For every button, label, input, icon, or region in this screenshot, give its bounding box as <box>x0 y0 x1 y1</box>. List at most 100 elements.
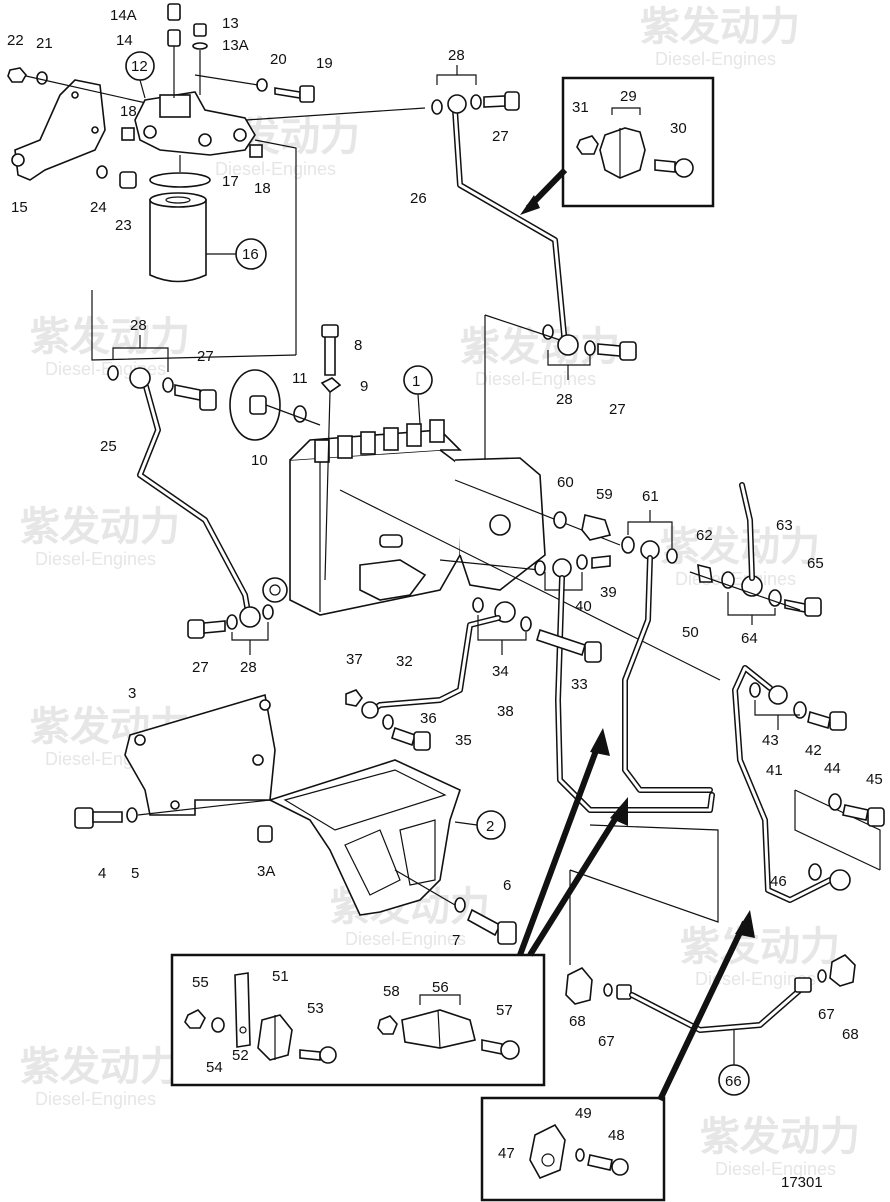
label-43: 43 <box>762 732 779 749</box>
label-3: 3 <box>128 685 136 702</box>
label-66: 66 <box>725 1073 742 1090</box>
bracket-2-web <box>399 819 436 886</box>
strap-hole <box>239 1026 247 1034</box>
pump-drive-hub <box>269 584 281 596</box>
leader-line <box>417 393 421 425</box>
bolt-42-head <box>829 711 847 731</box>
label-21: 21 <box>36 35 53 52</box>
watermark-cn: 紫发动力 <box>30 315 190 359</box>
washer-24 <box>96 165 108 179</box>
label-52: 52 <box>232 1047 249 1064</box>
banjo-fitting <box>447 94 467 114</box>
seal-ring-17 <box>149 172 211 188</box>
filter-head <box>134 91 256 156</box>
banjo-fitting <box>557 334 579 356</box>
pipe-50-inner <box>623 556 712 792</box>
label-29: 29 <box>620 88 637 105</box>
label-41: 41 <box>766 762 783 779</box>
label-11: 11 <box>292 370 308 387</box>
label-51: 51 <box>272 968 289 985</box>
label-40: 40 <box>575 598 592 615</box>
label-47: 47 <box>498 1145 515 1162</box>
bolt-39 <box>591 555 611 569</box>
detail-arrow-head <box>610 797 628 826</box>
washer-67 <box>603 983 613 997</box>
fuel-pipes-38-50 <box>555 555 719 965</box>
banjo-fitting <box>829 869 851 891</box>
label-53: 53 <box>307 1000 324 1017</box>
right-fittings <box>454 479 822 625</box>
banjo-bolt-27-shank <box>174 384 201 401</box>
plug-13 <box>193 23 207 37</box>
label-28: 28 <box>130 317 147 334</box>
bolt-19-shank <box>274 87 301 99</box>
bolt-35-shank <box>391 726 416 747</box>
label-15: 15 <box>11 199 28 216</box>
label-13: 13 <box>222 15 239 32</box>
watermark-en: Diesel-Engines <box>345 929 466 949</box>
filter-head-port <box>143 125 157 139</box>
label-28: 28 <box>240 659 257 676</box>
label-55: 55 <box>192 974 209 991</box>
fuel-pipe-25 <box>107 335 274 655</box>
banjo-bolt-27-head <box>504 91 520 111</box>
label-31: 31 <box>572 99 589 116</box>
label-27: 27 <box>609 401 626 418</box>
washer-36 <box>382 714 394 730</box>
washer-34 <box>520 616 532 632</box>
delivery-valve <box>314 439 330 463</box>
detail-arrow-head <box>590 728 610 756</box>
label-28: 28 <box>556 391 573 408</box>
label-61: 61 <box>642 488 659 505</box>
assembly-line <box>794 789 881 870</box>
banjo-bolt-27-shank <box>483 95 506 108</box>
nut-68 <box>565 967 593 1005</box>
bracket-29 <box>611 107 641 115</box>
hose-66 <box>629 987 803 1033</box>
bolt-4-head <box>74 807 94 829</box>
mounting-brackets <box>74 693 517 945</box>
label-5: 5 <box>131 865 139 882</box>
screw-14 <box>167 29 181 47</box>
screw-48-head <box>611 1158 629 1176</box>
injection-pump-1 <box>229 324 721 681</box>
pipe-38-inner <box>556 576 714 812</box>
overflow-fitting <box>359 559 427 601</box>
nut-58 <box>377 1015 398 1035</box>
label-20: 20 <box>270 51 287 68</box>
label-68: 68 <box>842 1026 859 1043</box>
leader-line <box>25 75 156 106</box>
detail-arrow <box>527 806 625 957</box>
banjo-fitting <box>239 606 261 628</box>
label-4: 4 <box>98 865 106 882</box>
pipe-50 <box>622 555 713 793</box>
washer-28 <box>431 99 443 115</box>
detail-box <box>170 953 546 1087</box>
nut-55 <box>184 1009 206 1029</box>
screw-53-head <box>319 1046 337 1064</box>
watermark-en: Diesel-Engines <box>475 369 596 389</box>
label-23: 23 <box>115 217 132 234</box>
watermark-cn: 紫发动力 <box>700 1115 860 1159</box>
label-67: 67 <box>818 1006 835 1023</box>
label-44: 44 <box>824 760 841 777</box>
watermark-cn: 紫发动力 <box>20 505 180 549</box>
label-39: 39 <box>600 584 617 601</box>
screw-53-shank <box>299 1049 321 1061</box>
assembly-line <box>245 107 426 121</box>
label-42: 42 <box>805 742 822 759</box>
bracket-hole <box>259 699 271 711</box>
label-10: 10 <box>251 452 268 469</box>
screw-57-head <box>500 1040 520 1060</box>
label-18: 18 <box>120 103 137 120</box>
label-13a: 13A <box>222 37 249 54</box>
label-49: 49 <box>575 1105 592 1122</box>
delivery-valve <box>383 427 399 451</box>
label-24: 24 <box>90 199 107 216</box>
washer-28 <box>470 94 482 110</box>
watermark-cn: 紫发动力 <box>680 925 840 969</box>
watermark-en: Diesel-Engines <box>215 159 336 179</box>
washer-11 <box>293 405 307 423</box>
bolt-23 <box>119 171 137 189</box>
label-59: 59 <box>596 486 613 503</box>
